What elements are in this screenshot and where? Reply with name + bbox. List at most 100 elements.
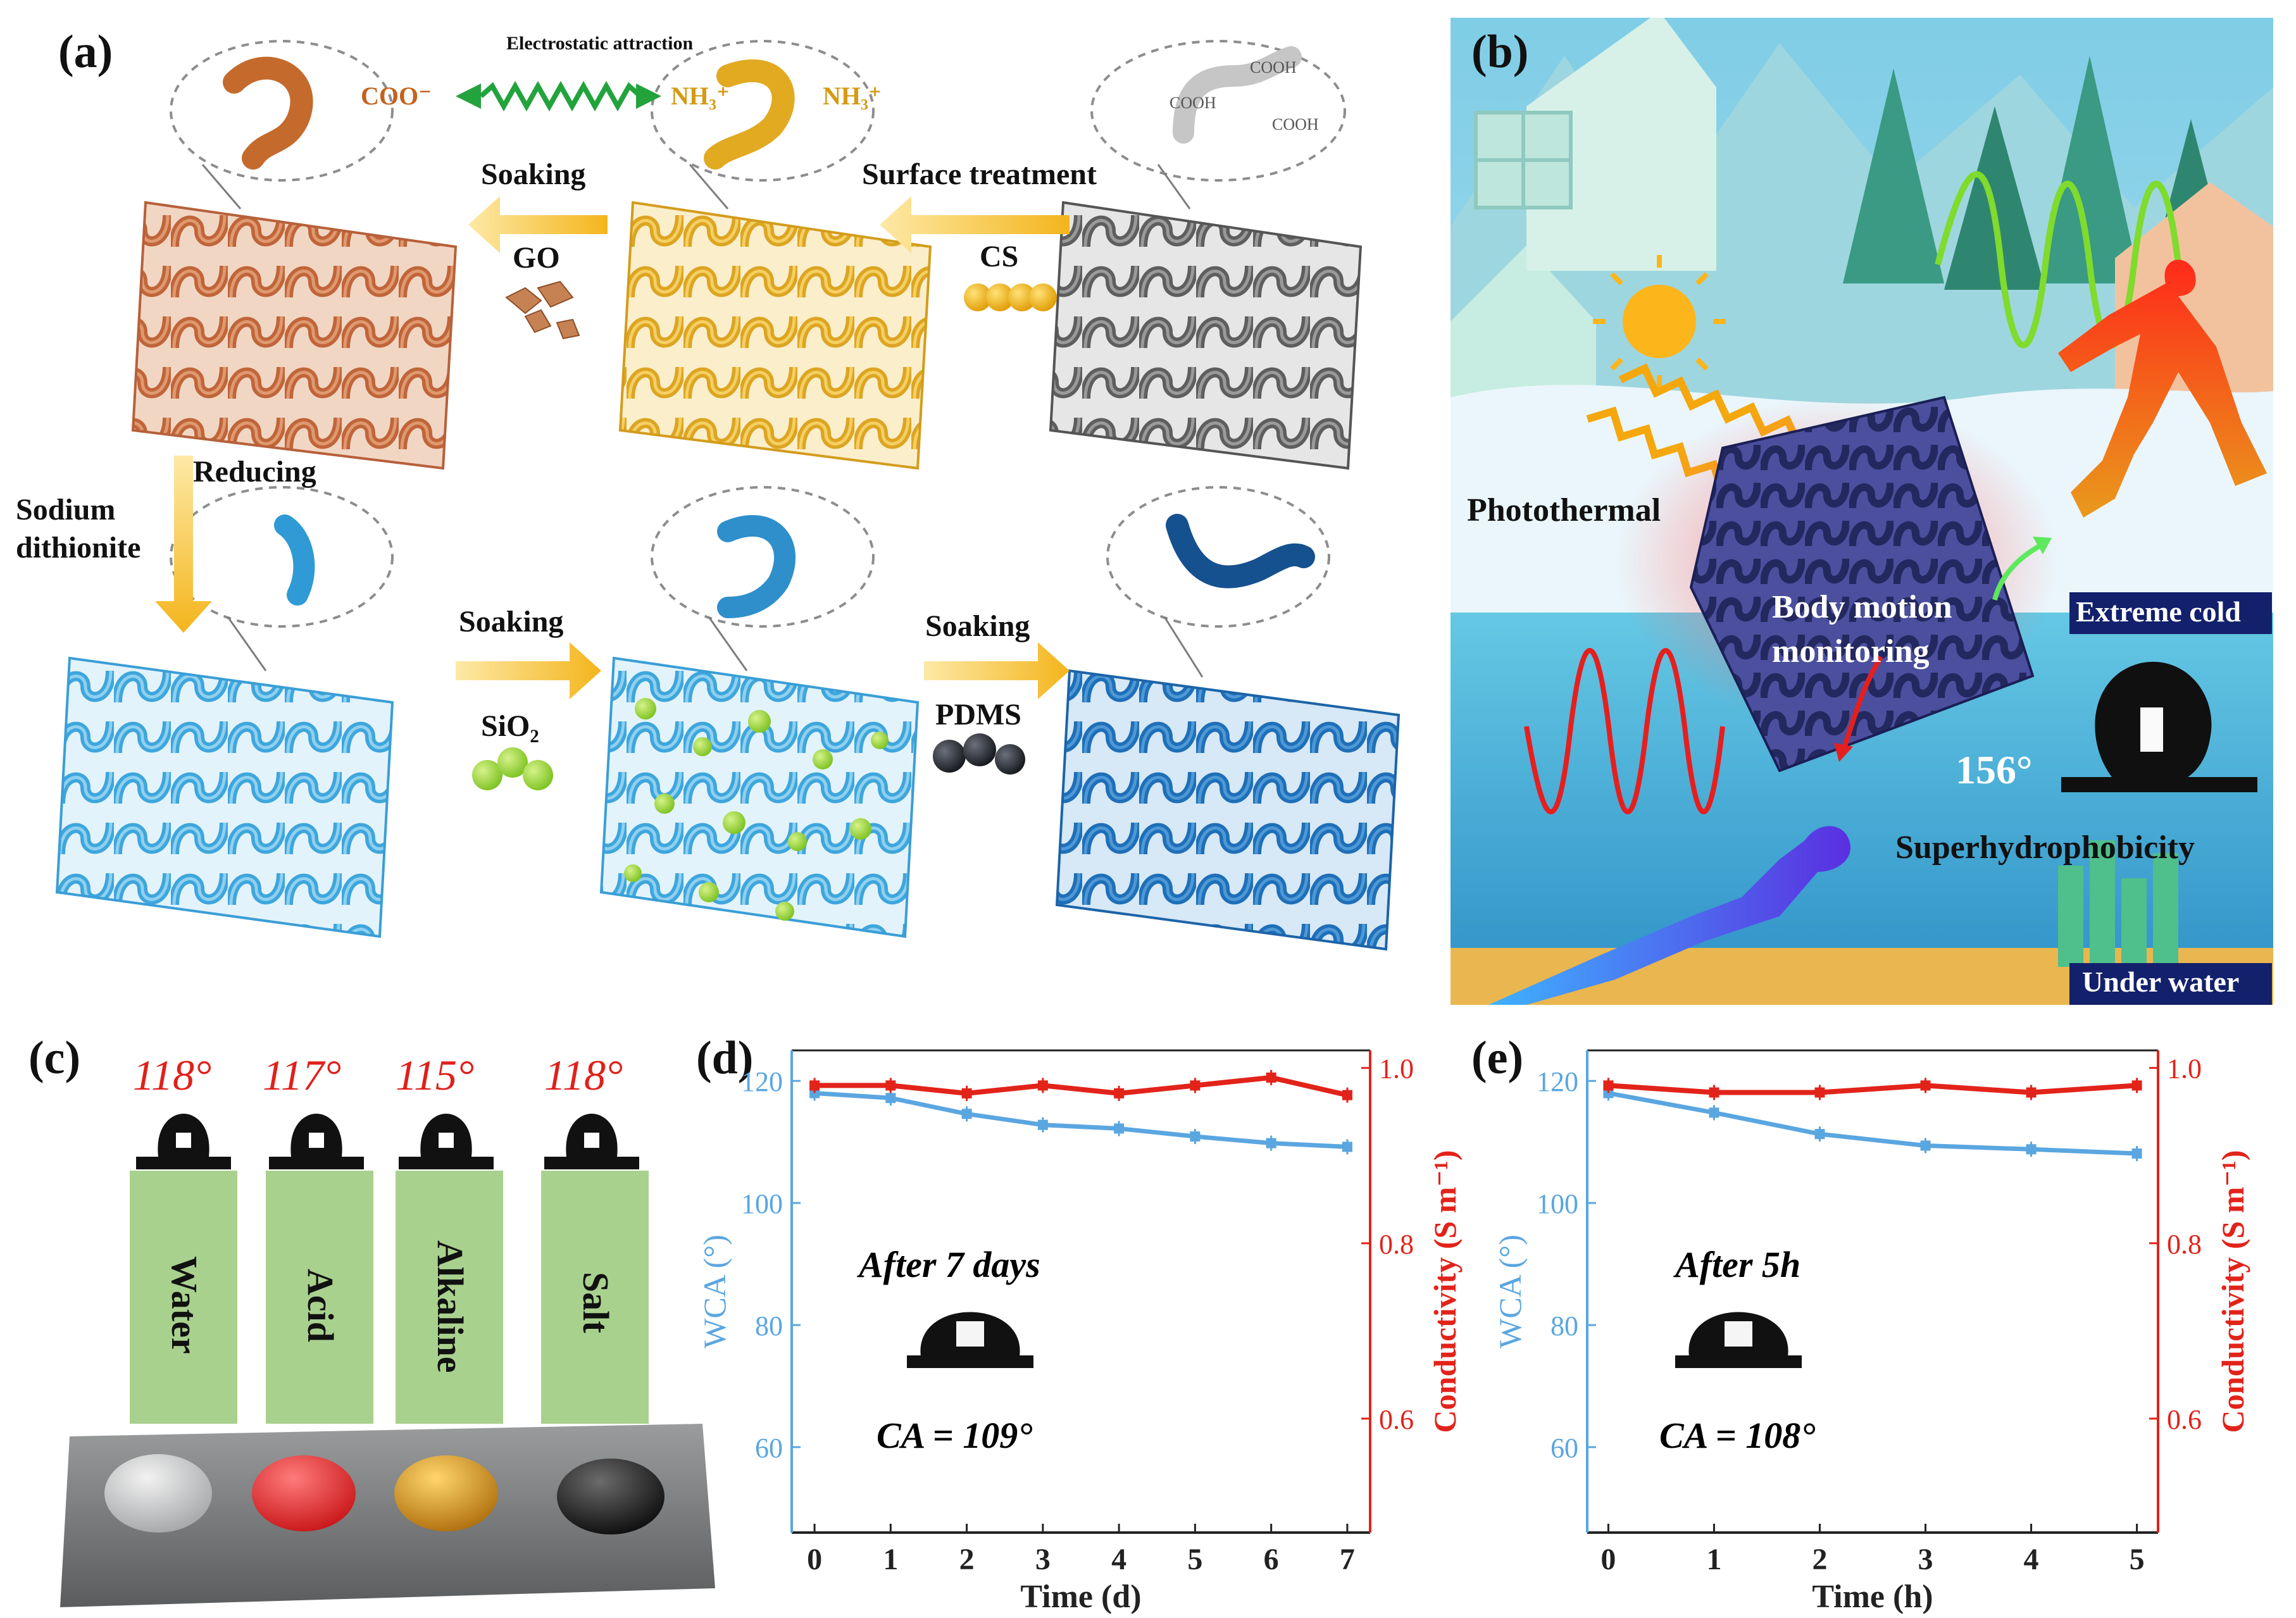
y-left-tick-label-0-2: 100 bbox=[741, 1188, 783, 1219]
fabric-rgo bbox=[55, 656, 394, 938]
zoom-ellipse-go bbox=[170, 40, 394, 182]
point-1-1-3 bbox=[1920, 1080, 1931, 1091]
x-tick-label-0-6: 6 bbox=[1264, 1543, 1279, 1576]
y-left-tick-label-0-0: 60 bbox=[755, 1433, 783, 1464]
point-0-0-7 bbox=[1342, 1142, 1352, 1152]
sensor-fabric bbox=[1689, 395, 2035, 773]
cooh-label-2: COOH bbox=[1170, 94, 1216, 112]
zoom-ellipse-sio2 bbox=[651, 486, 875, 628]
y-right-title-1: Conductivity (S m⁻¹) bbox=[2215, 1150, 2250, 1433]
point-0-1-5 bbox=[1190, 1080, 1201, 1091]
body-motion-label-2: monitoring bbox=[1772, 633, 1930, 669]
point-0-0-6 bbox=[1266, 1138, 1276, 1148]
point-1-1-5 bbox=[2131, 1080, 2142, 1091]
point-1-0-1 bbox=[1709, 1107, 1719, 1118]
panel-a-illustration bbox=[55, 40, 1401, 951]
nh3-label-right: NH₃⁺ bbox=[823, 82, 882, 110]
drop-acid bbox=[252, 1455, 356, 1531]
box-salt bbox=[541, 1171, 649, 1424]
droplet-156-icon bbox=[2061, 661, 2257, 792]
runner-figure bbox=[2058, 259, 2267, 518]
sodium-label: Sodium bbox=[16, 493, 116, 526]
x-tick-label-1-0: 0 bbox=[1600, 1543, 1616, 1576]
x-tick-label-0-7: 7 bbox=[1340, 1543, 1355, 1576]
point-0-1-3 bbox=[1037, 1080, 1048, 1091]
electrostatic-label: Electrostatic attraction bbox=[506, 33, 694, 54]
y-right-tick-label-1-1: 0.8 bbox=[2167, 1229, 2202, 1260]
x-tick-label-1-3: 3 bbox=[1918, 1543, 1933, 1576]
coo-label: COO⁻ bbox=[361, 82, 432, 110]
panel-b-label: (b) bbox=[1471, 26, 1529, 78]
chart-d-note: After 7 days bbox=[859, 1244, 1040, 1285]
fabric-pdms bbox=[1055, 669, 1401, 951]
contact-angle-156: 156° bbox=[1956, 747, 2033, 792]
body-motion-label-1: Body motion bbox=[1772, 589, 1952, 625]
series-line-1-0 bbox=[1607, 1091, 2137, 1156]
droplet-inset-1 bbox=[1675, 1312, 1802, 1368]
point-0-0-0 bbox=[809, 1088, 820, 1098]
series-line-1-1 bbox=[1608, 1083, 2137, 1095]
panel-e-label: (e) bbox=[1471, 1032, 1524, 1084]
cs-label: CS bbox=[980, 240, 1019, 273]
y-right-tick-label-1-2: 1.0 bbox=[2167, 1054, 2202, 1085]
go-label: GO bbox=[513, 241, 560, 275]
under-water-label: Under water bbox=[2082, 966, 2240, 998]
point-0-1-6 bbox=[1266, 1072, 1276, 1083]
y-right-title-0: Conductivity (S m⁻¹) bbox=[1427, 1150, 1463, 1433]
point-1-0-5 bbox=[2131, 1148, 2142, 1159]
photothermal-label: Photothermal bbox=[1467, 492, 1661, 528]
x-tick-label-0-4: 4 bbox=[1111, 1543, 1126, 1576]
series-line-0-0 bbox=[814, 1091, 1348, 1149]
point-0-0-3 bbox=[1037, 1119, 1048, 1130]
x-axis-title-0: Time (d) bbox=[1020, 1579, 1141, 1614]
point-0-0-2 bbox=[961, 1109, 972, 1119]
mini-droplets bbox=[136, 1114, 639, 1169]
chart-e-ca: CA = 108° bbox=[1659, 1415, 1816, 1456]
arrow-soaking-pdms bbox=[924, 642, 1070, 699]
y-left-title-1: WCA (°) bbox=[1492, 1235, 1528, 1348]
point-1-1-2 bbox=[1814, 1087, 1825, 1098]
panel-c-illustration bbox=[60, 1114, 715, 1607]
y-left-tick-label-0-1: 80 bbox=[755, 1310, 783, 1341]
panel-c-label: (c) bbox=[28, 1032, 81, 1084]
y-right-tick-label-0-2: 1.0 bbox=[1379, 1054, 1414, 1085]
cooh-label-3: COOH bbox=[1272, 115, 1319, 134]
point-0-1-4 bbox=[1114, 1088, 1125, 1098]
panel-b-illustration bbox=[1451, 18, 2273, 1005]
liquid-alkaline: Alkaline bbox=[430, 1240, 471, 1373]
point-0-1-2 bbox=[961, 1088, 972, 1098]
point-0-1-0 bbox=[809, 1080, 820, 1091]
panel-a-label: (a) bbox=[58, 26, 113, 78]
liquid-salt: Salt bbox=[575, 1272, 616, 1333]
point-1-1-0 bbox=[1603, 1080, 1614, 1091]
arrow-reducing bbox=[155, 456, 212, 633]
arrow-soaking-sio2 bbox=[456, 642, 601, 699]
point-1-1-4 bbox=[2026, 1087, 2037, 1098]
zoom-ellipse-rgo bbox=[170, 486, 394, 628]
point-0-0-1 bbox=[885, 1093, 896, 1104]
fabric-go bbox=[131, 201, 458, 470]
fabric-slab bbox=[60, 1424, 715, 1607]
reducing-label: Reducing bbox=[193, 455, 316, 489]
zoom-ellipse-raw bbox=[1090, 40, 1346, 182]
under-water-box bbox=[2069, 963, 2272, 1005]
diver-figure bbox=[1488, 826, 1850, 1005]
cooh-label-1: COOH bbox=[1250, 58, 1297, 77]
box-water bbox=[130, 1171, 237, 1424]
arrow-surface-treatment bbox=[880, 196, 1070, 253]
zoom-ellipse-cs bbox=[651, 40, 875, 182]
surface-treatment-label: Surface treatment bbox=[862, 158, 1097, 191]
point-1-0-2 bbox=[1814, 1129, 1825, 1140]
point-0-1-7 bbox=[1342, 1090, 1352, 1100]
box-acid bbox=[266, 1171, 373, 1424]
box-alkaline bbox=[396, 1171, 503, 1424]
chart-d-ca: CA = 109° bbox=[877, 1415, 1033, 1456]
chart-e-note: After 5h bbox=[1675, 1244, 1801, 1285]
point-0-0-4 bbox=[1114, 1123, 1125, 1134]
point-1-0-4 bbox=[2026, 1144, 2037, 1155]
liquid-water: Water bbox=[164, 1256, 205, 1354]
x-tick-label-0-1: 1 bbox=[883, 1543, 898, 1576]
point-0-0-5 bbox=[1190, 1131, 1201, 1142]
